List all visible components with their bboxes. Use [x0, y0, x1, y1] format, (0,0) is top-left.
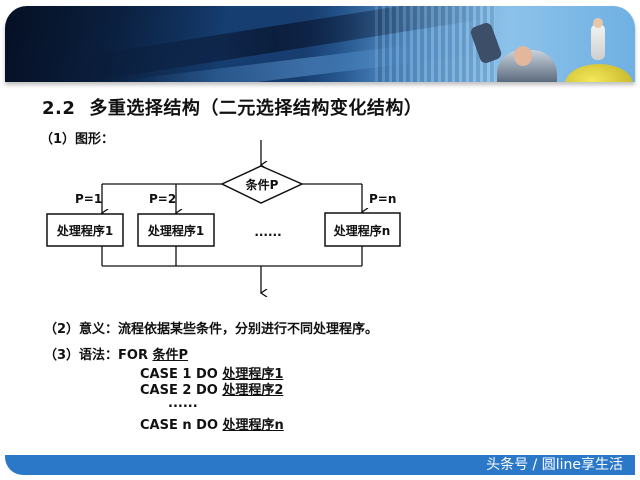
- watermark-text: 头条号 / 圆line享生活: [486, 457, 623, 473]
- banner-woman-head: [593, 18, 603, 28]
- decision-diamond: [220, 165, 304, 204]
- section2-label: （2）意义：: [44, 322, 119, 337]
- syntax-line-n: CASE n DO 处理程序n: [140, 414, 284, 433]
- section3: （3）语法：FOR 条件P: [44, 344, 188, 363]
- footer-bar: 头条号 / 圆line享生活: [5, 455, 635, 475]
- title-number: 2.2: [42, 98, 76, 119]
- section2-text: 流程依据某些条件，分别进行不同处理程序。: [118, 322, 379, 337]
- syntax-action: 处理程序n: [222, 418, 284, 433]
- syntax-action: 处理程序2: [222, 383, 284, 398]
- syntax-line-2: CASE 2 DO 处理程序2: [140, 379, 283, 398]
- title-text: 多重选择结构（二元选择结构变化结构）: [89, 98, 423, 119]
- for-keyword: FOR: [118, 348, 153, 363]
- process-box-1: [46, 213, 124, 247]
- banner-globe: [565, 64, 633, 82]
- decision-label: 条件P: [245, 177, 279, 192]
- condition-label-n: P=n: [369, 192, 396, 206]
- header-banner: [5, 6, 635, 82]
- process-box-2: [137, 213, 215, 247]
- section1-label: （1）图形：: [40, 132, 115, 147]
- banner-man-head: [514, 46, 532, 66]
- section2: （2）意义：流程依据某些条件，分别进行不同处理程序。: [44, 318, 378, 337]
- flow-ellipsis: ......: [254, 225, 281, 239]
- syntax-keyword: CASE n DO: [140, 418, 223, 433]
- syntax-action: 处理程序1: [222, 367, 284, 382]
- syntax-ellipsis: ......: [168, 396, 198, 411]
- process-label-2: 处理程序1: [147, 223, 204, 238]
- process-label-1: 处理程序1: [56, 223, 113, 238]
- syntax-keyword: CASE 2 DO: [140, 383, 223, 398]
- banner-woman-figure: [591, 24, 605, 60]
- syntax-line-1: CASE 1 DO 处理程序1: [140, 363, 283, 382]
- for-condition: 条件P: [152, 348, 189, 363]
- syntax-keyword: CASE 1 DO: [140, 367, 223, 382]
- condition-label-1: P=1: [75, 192, 102, 206]
- slide-title: 2.2 多重选择结构（二元选择结构变化结构）: [42, 94, 422, 120]
- process-label-n: 处理程序n: [333, 223, 391, 238]
- process-box-n: [324, 212, 401, 247]
- condition-label-2: P=2: [149, 192, 176, 206]
- section3-label: （3）语法：: [44, 348, 119, 363]
